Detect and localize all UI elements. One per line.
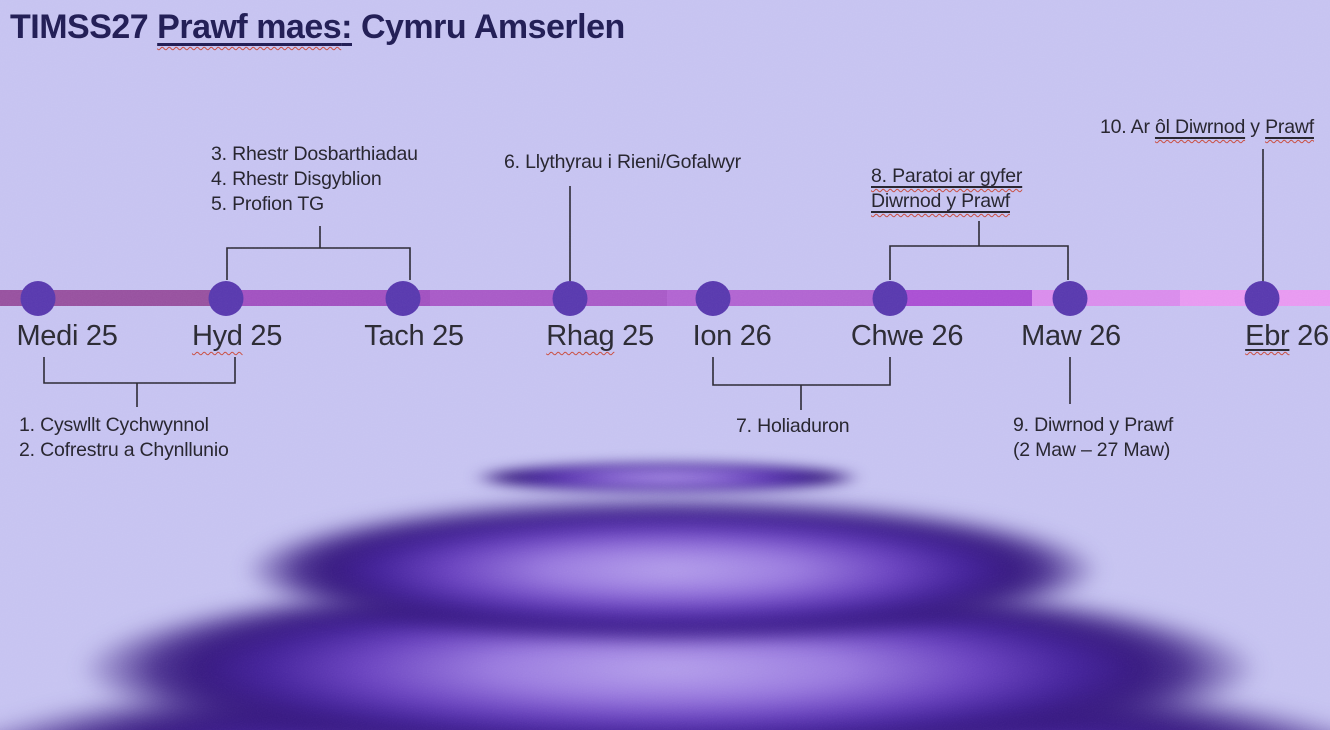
timeline-slide: TIMSS27 Prawf maes: Cymru Amserlen Medi … <box>0 0 1330 730</box>
film-grain-overlay <box>0 0 1330 730</box>
